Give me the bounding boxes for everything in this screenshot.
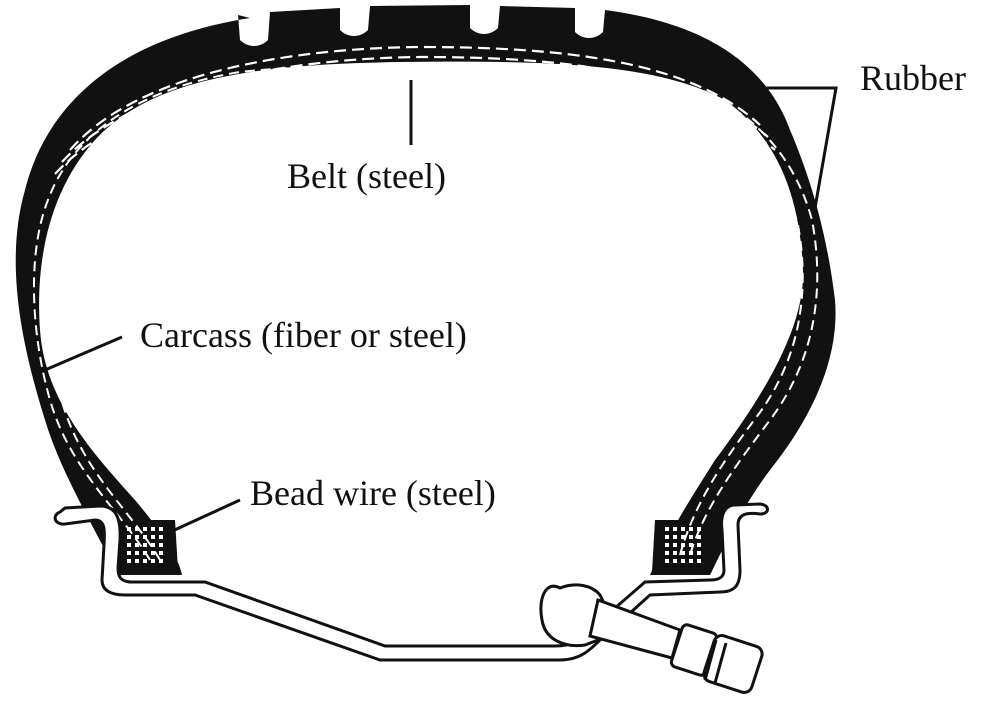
- carcass-label: Carcass (fiber or steel): [140, 315, 467, 355]
- valve-stem: [539, 583, 764, 694]
- rubber-leader-line: [755, 86, 838, 209]
- right-bead-wire: [665, 527, 701, 563]
- leader-lines: [44, 80, 838, 535]
- carcass-plies: [32, 63, 819, 561]
- bead-wire-leader-line: [167, 498, 241, 535]
- belt-label: Belt (steel): [287, 156, 446, 196]
- left-bead-wire: [127, 527, 163, 563]
- rubber-label: Rubber: [860, 58, 966, 98]
- bead-wire-label: Bead wire (steel): [250, 473, 496, 513]
- carcass-leader-line: [44, 335, 123, 372]
- belt-plies: [54, 45, 776, 175]
- wheel-rim: [53, 502, 769, 662]
